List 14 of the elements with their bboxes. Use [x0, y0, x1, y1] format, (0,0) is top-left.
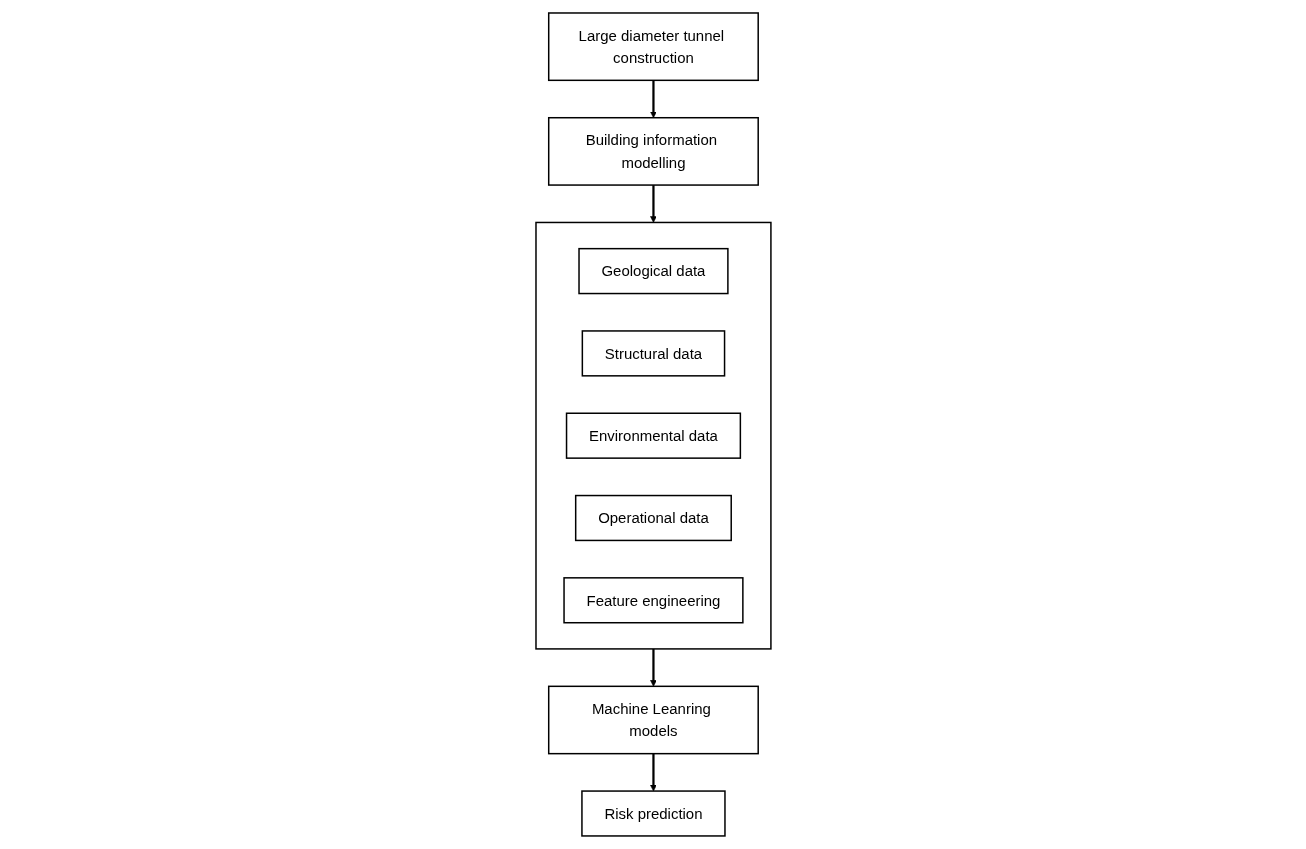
- node-box: Environmental data: [565, 412, 741, 459]
- cluster: [534, 221, 772, 650]
- node-box: Feature engineering: [562, 577, 744, 624]
- arrow: [649, 753, 657, 792]
- arrow: [649, 648, 657, 687]
- node-box: Building information modelling: [547, 117, 759, 186]
- node-box: Risk prediction: [580, 790, 726, 837]
- node-box: Operational data: [574, 494, 732, 542]
- node-box: Structural data: [581, 330, 725, 377]
- node-box: Geological data: [577, 247, 729, 295]
- node-box: Machine Leanring models: [547, 685, 759, 755]
- arrow: [649, 185, 657, 223]
- node-box: Large diameter tunnel construction: [547, 12, 759, 82]
- arrow: [649, 80, 657, 119]
